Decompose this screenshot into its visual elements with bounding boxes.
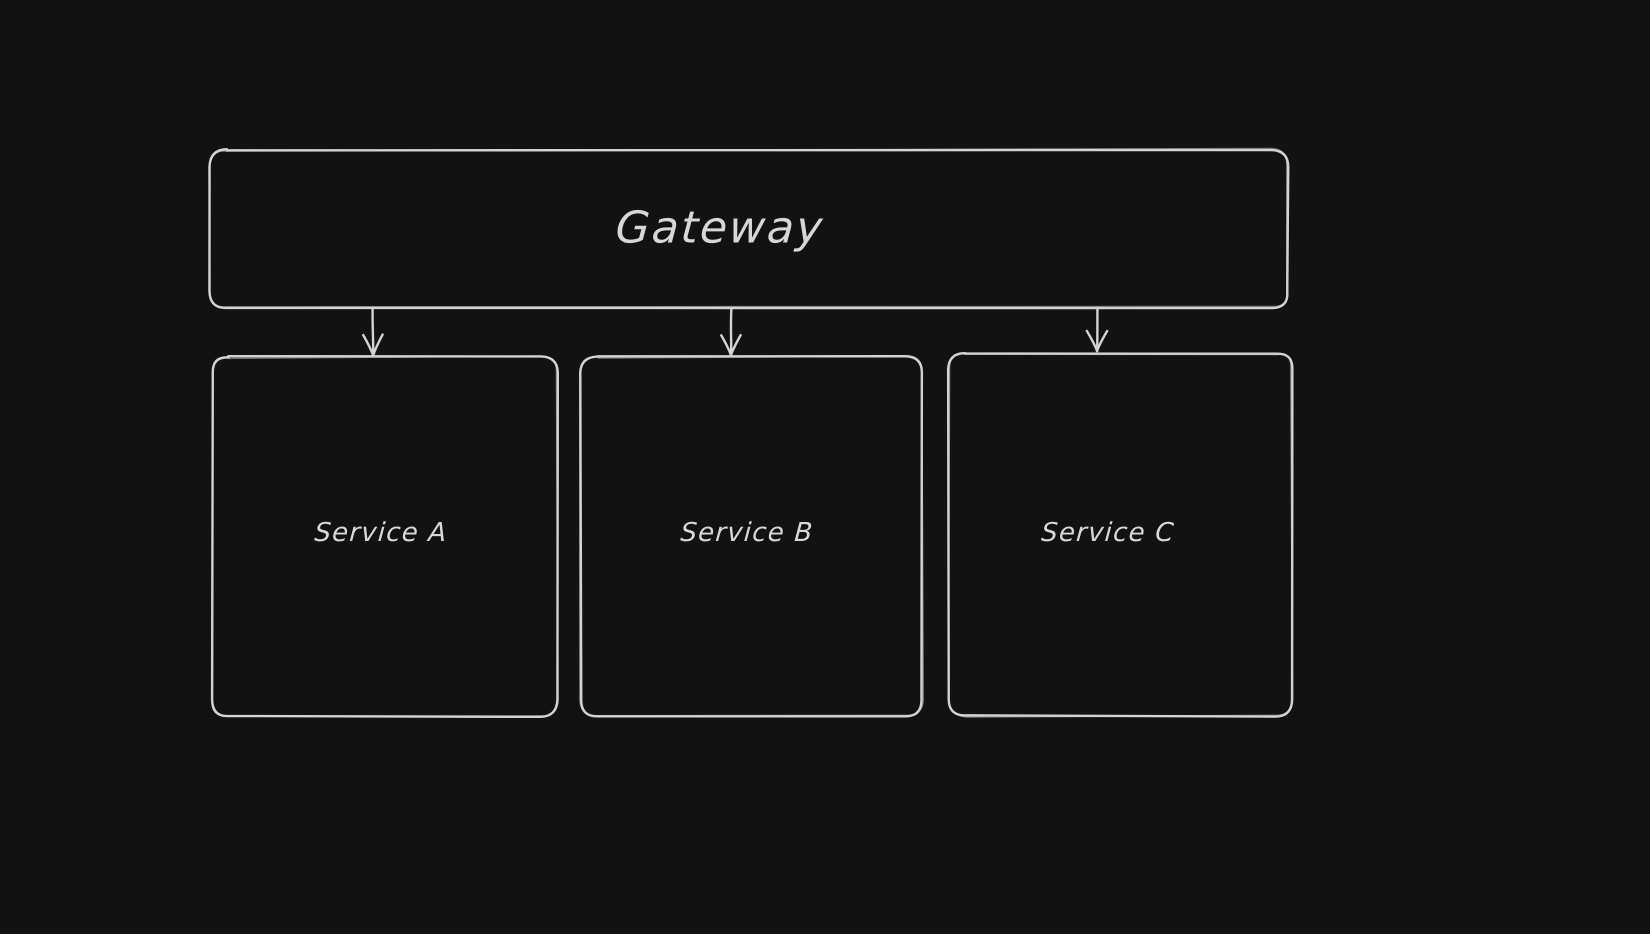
node-gateway[interactable] [210, 150, 1288, 308]
edge-gateway-to-service-c [1085, 306, 1109, 353]
node-outline-gateway [208, 147, 1290, 310]
node-service-b[interactable] [581, 357, 922, 716]
node-service-c[interactable] [949, 353, 1292, 716]
edge-gateway-to-service-b [720, 306, 742, 357]
node-outline-service-b [579, 355, 925, 718]
edge-gateway-to-service-a [362, 306, 384, 357]
node-service-a[interactable] [212, 357, 557, 716]
node-outline-service-c [946, 351, 1294, 718]
node-outline-service-a [210, 354, 559, 719]
